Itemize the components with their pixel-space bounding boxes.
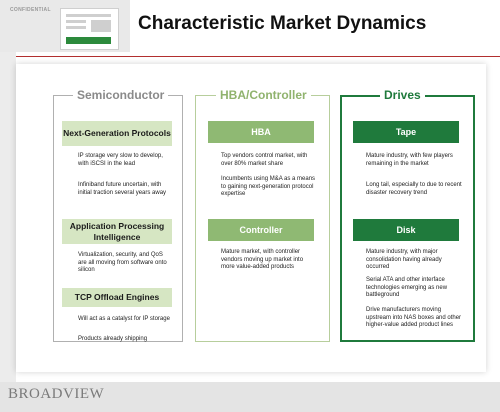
bullet-text: Long tail, especially to due to recent d… [366,182,462,196]
section-heading-app-processing: Application Processing Intelligence [62,219,172,244]
bullet-text: Top vendors control market, with over 80… [221,153,308,167]
broadview-logo: BROADVIEW [8,386,105,402]
page-title: Characteristic Market Dynamics [138,13,427,34]
bullet-text: Serial ATA and other interface technolog… [366,277,448,299]
column-title-hba-controller: HBA/Controller [216,88,311,102]
content-card [16,64,486,372]
section-heading-next-gen-protocols: Next-Generation Protocols [62,121,172,146]
column-semiconductor: Semiconductor Next-Generation Protocols … [53,88,183,342]
bullet-text: Mature industry, with few players remain… [366,153,453,167]
section-heading-tape: Tape [353,121,459,143]
slide-thumbnail-icon [60,8,119,50]
column-hba-controller: HBA/Controller HBA Top vendors control m… [195,88,330,342]
bullet-text: IP storage very slow to develop, with iS… [78,153,163,167]
bullet-text: Drive manufacturers moving upstream into… [366,307,462,329]
bullet-text: Incumbents using M&A as a means to gaini… [221,176,316,198]
column-title-drives: Drives [380,88,425,102]
footer-bar [0,382,500,412]
column-title-semiconductor: Semiconductor [73,88,169,102]
section-heading-tcp-offload: TCP Offload Engines [62,288,172,307]
bullet-text: Products already shipping [78,336,148,342]
title-rule [16,56,500,57]
column-drives: Drives Tape Mature industry, with few pl… [340,88,475,342]
left-margin-bar [0,0,16,412]
bullet-text: Mature industry, with major consolidatio… [366,249,442,271]
section-heading-hba: HBA [208,121,314,143]
section-heading-controller: Controller [208,219,314,241]
bullet-text: Virtualization, security, and QoS are al… [78,252,167,274]
bullet-text: Infiniband future uncertain, with initia… [78,182,167,196]
bullet-text: Will act as a catalyst for IP storage [78,316,170,322]
section-heading-disk: Disk [353,219,459,241]
confidential-label: CONFIDENTIAL [10,7,51,13]
bullet-text: Mature market, with controller vendors m… [221,249,304,271]
